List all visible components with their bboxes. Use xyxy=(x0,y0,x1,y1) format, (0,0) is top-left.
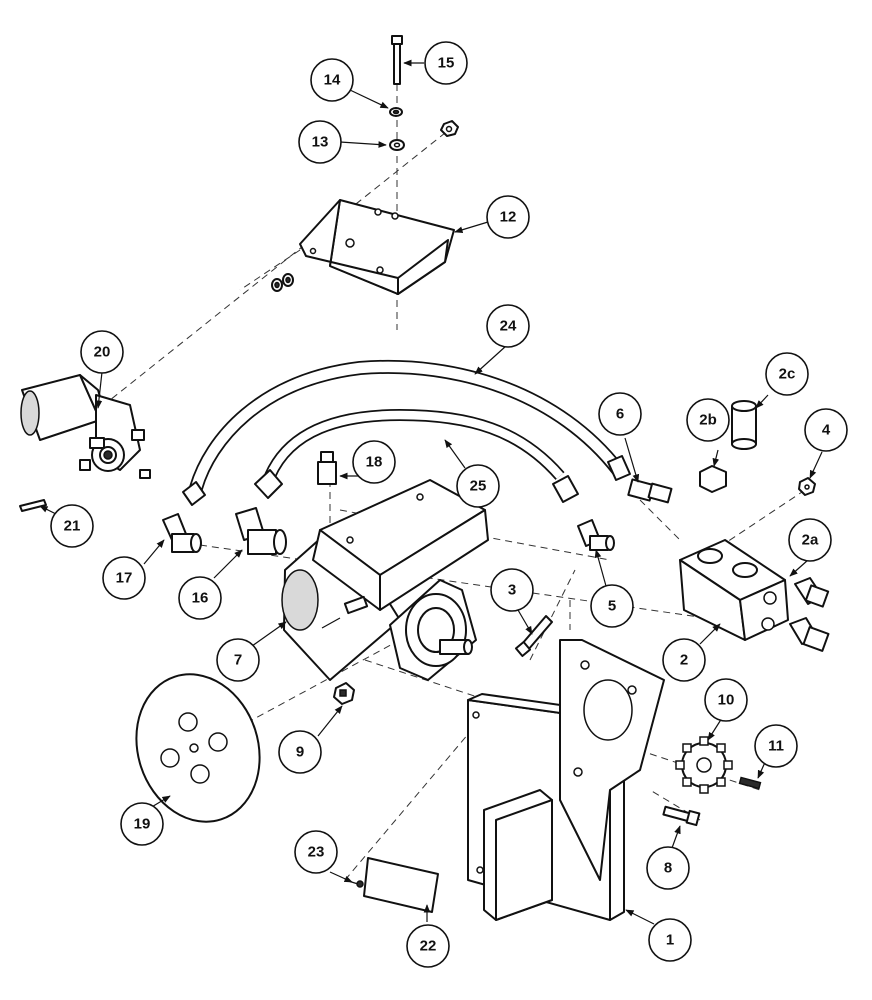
callout-17: 17 xyxy=(102,556,146,600)
callout-label: 11 xyxy=(768,738,784,755)
callout-label: 1 xyxy=(666,932,674,949)
gearbox-7 xyxy=(281,479,489,681)
callout-2b: 2b xyxy=(686,398,730,442)
hose-25 xyxy=(254,408,579,503)
callout-24: 24 xyxy=(486,304,530,348)
key-11 xyxy=(738,776,762,790)
callout-label: 20 xyxy=(94,344,111,361)
callout-4: 4 xyxy=(804,408,848,452)
callout-2c: 2c xyxy=(765,352,809,396)
callout-label: 2 xyxy=(680,652,688,669)
callout-25: 25 xyxy=(456,464,500,508)
mounting-plate-1 xyxy=(467,639,665,921)
callout-label: 18 xyxy=(366,454,383,471)
callout-label: 2a xyxy=(802,532,819,549)
callout-label: 2b xyxy=(699,412,717,429)
elbow-fitting-17 xyxy=(162,513,202,553)
top-nut xyxy=(440,120,459,137)
callout-label: 7 xyxy=(234,652,242,669)
bolt-15 xyxy=(391,35,403,85)
bracket-washers xyxy=(271,273,294,292)
callout-label: 17 xyxy=(116,570,133,587)
callout-9: 9 xyxy=(278,730,322,774)
fitting-2a xyxy=(789,577,830,652)
callout-6: 6 xyxy=(598,392,642,436)
cylinder-2c xyxy=(731,400,757,450)
callout-label: 10 xyxy=(718,692,735,709)
callout-label: 13 xyxy=(312,134,329,151)
washer-13 xyxy=(389,139,405,151)
callout-5: 5 xyxy=(590,584,634,628)
callout-label: 3 xyxy=(508,582,516,599)
callout-20: 20 xyxy=(80,330,124,374)
callout-label: 5 xyxy=(608,598,616,615)
mounting-bracket-12 xyxy=(299,199,455,295)
elbow-fitting-5 xyxy=(577,519,615,551)
callout-label: 6 xyxy=(616,406,624,423)
callout-label: 15 xyxy=(438,55,455,72)
callout-label: 8 xyxy=(664,860,672,877)
callout-3: 3 xyxy=(490,568,534,612)
lock-washer-14 xyxy=(389,107,403,117)
callout-14: 14 xyxy=(310,58,354,102)
callout-16: 16 xyxy=(178,576,222,620)
bolt-8 xyxy=(662,805,701,827)
callout-label: 2c xyxy=(779,366,796,383)
fitting-18 xyxy=(317,451,337,485)
label-plate-22 xyxy=(363,857,439,913)
callout-2: 2 xyxy=(662,638,706,682)
disc-19 xyxy=(135,673,261,823)
callout-21: 21 xyxy=(50,504,94,548)
callout-label: 9 xyxy=(296,744,304,761)
callout-label: 25 xyxy=(470,478,487,495)
sprocket-10 xyxy=(675,736,733,794)
fitting-6 xyxy=(627,478,673,504)
callout-7: 7 xyxy=(216,638,260,682)
callout-8: 8 xyxy=(646,846,690,890)
callout-label: 4 xyxy=(822,422,831,439)
callout-label: 23 xyxy=(308,844,325,861)
callout-11: 11 xyxy=(754,724,798,768)
screw-23 xyxy=(344,879,364,888)
plug-2b xyxy=(699,465,727,493)
callout-label: 22 xyxy=(420,938,437,955)
callout-15: 15 xyxy=(424,41,468,85)
valve-block-2 xyxy=(679,539,789,641)
callout-2a: 2a xyxy=(788,518,832,562)
callout-10: 10 xyxy=(704,678,748,722)
callout-1: 1 xyxy=(648,918,692,962)
callout-12: 12 xyxy=(486,195,530,239)
leader-lines xyxy=(39,59,823,925)
bolt-3 xyxy=(514,615,553,658)
nut-4 xyxy=(798,477,816,496)
hose-24 xyxy=(182,359,631,506)
motor-20 xyxy=(20,374,151,479)
callout-18: 18 xyxy=(352,440,396,484)
callout-label: 12 xyxy=(500,209,517,226)
callout-19: 19 xyxy=(120,802,164,846)
callout-13: 13 xyxy=(298,120,342,164)
callout-label: 19 xyxy=(134,816,151,833)
nut-9 xyxy=(333,682,355,705)
elbow-fitting-16 xyxy=(235,507,287,555)
callout-label: 21 xyxy=(64,518,81,535)
callout-22: 22 xyxy=(406,924,450,968)
callout-label: 14 xyxy=(324,72,341,89)
pin-21 xyxy=(19,499,47,512)
callout-label: 24 xyxy=(500,318,517,335)
callout-label: 16 xyxy=(192,590,209,607)
callout-23: 23 xyxy=(294,830,338,874)
